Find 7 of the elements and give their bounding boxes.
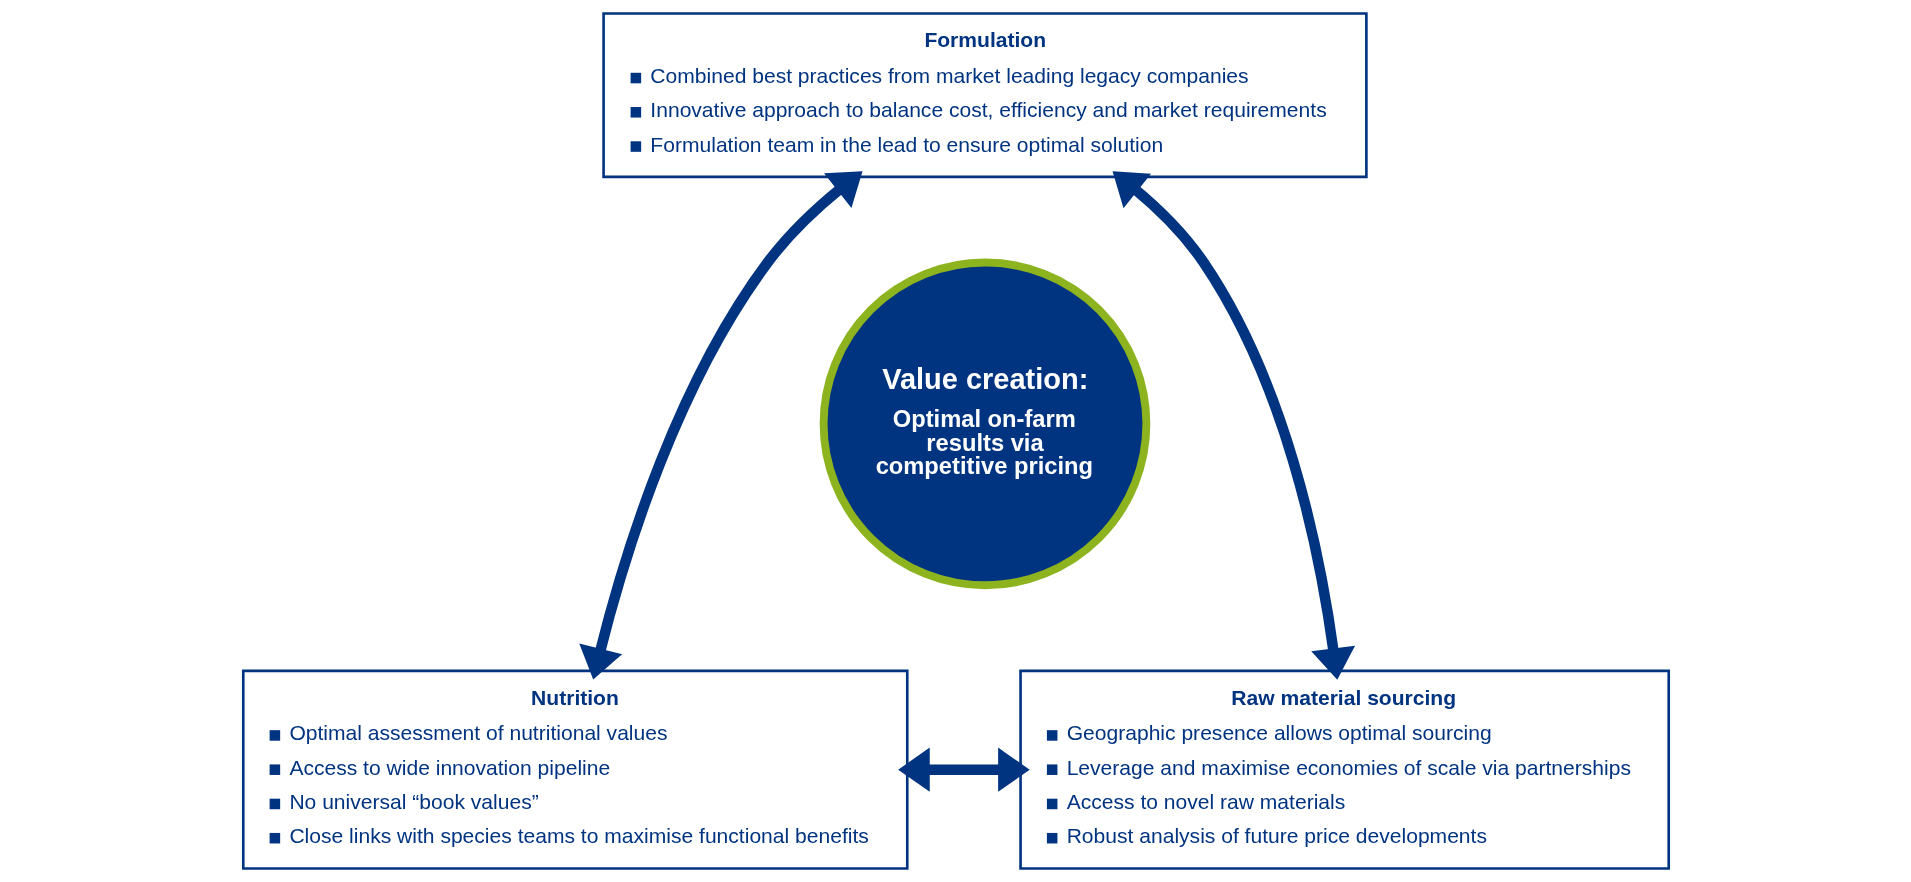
node-box: Formulation Combined best practices from market leading legacy companies Innovative approach to balance cost, efficiency and market requirements Formulation team in the lead to ensure optimal solution bbox=[601, 12, 1368, 179]
arrow bbox=[1112, 171, 1355, 680]
arrow bbox=[578, 171, 863, 680]
node-circle: Value creation: Optimal on-farm results via competitive pricing bbox=[819, 258, 1150, 590]
node-box: Nutrition Optimal assessment of nutritional values Access to wide innovation pipeline No universal “book values” Close links with species teams to maximise functional benefits bbox=[241, 669, 909, 870]
arrow bbox=[897, 747, 1030, 792]
node-box: Raw material sourcing Geographic presence allows optimal sourcing Leverage and maximise economies of scale via partnerships Access to novel raw materials Robust analysis of future price developments bbox=[1018, 669, 1670, 870]
